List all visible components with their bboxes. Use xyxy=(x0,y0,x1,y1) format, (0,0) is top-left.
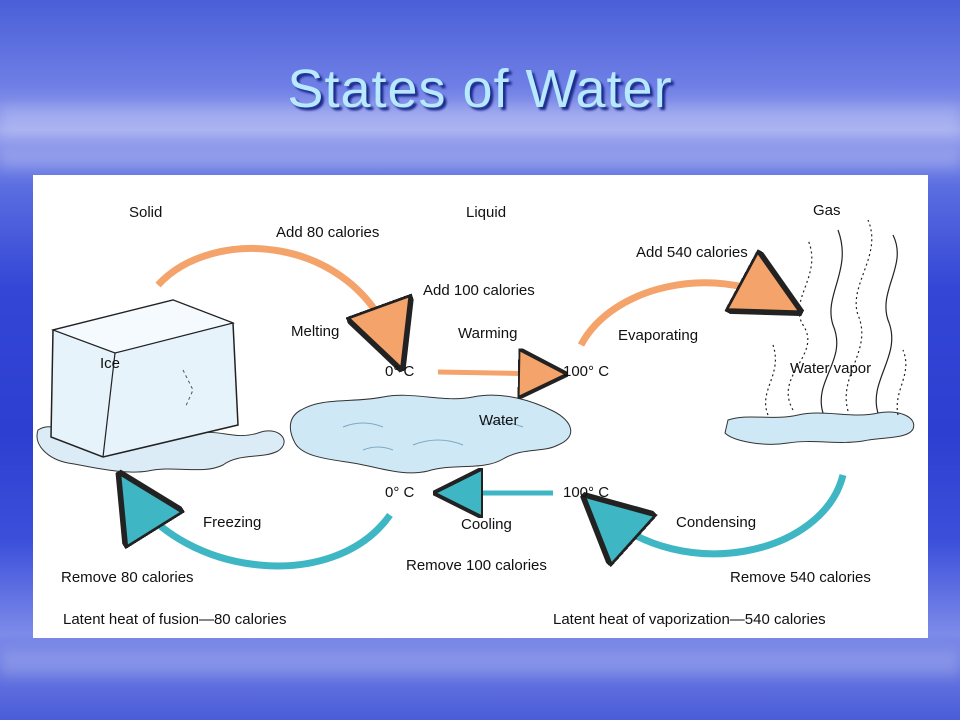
warm-calories-label: Add 100 calories xyxy=(423,282,535,299)
fusion-footer-label: Latent heat of fusion—80 calories xyxy=(63,611,286,628)
top-temp-100-label: 100° C xyxy=(563,363,609,380)
freezing-arrow xyxy=(133,495,393,570)
melt-calories-label: Add 80 calories xyxy=(276,224,379,241)
ice-block xyxy=(36,299,285,473)
state-liquid-label: Liquid xyxy=(466,204,506,221)
bottom-temp-100-label: 100° C xyxy=(563,484,609,501)
condensing-label: Condensing xyxy=(676,514,756,531)
freezing-label: Freezing xyxy=(203,514,261,531)
state-gas-label: Gas xyxy=(813,202,841,219)
freeze-calories-label: Remove 80 calories xyxy=(61,569,194,586)
melting-arrow xyxy=(155,245,393,345)
diagram-canvas: Solid Liquid Gas Add 80 calories Add 540… xyxy=(36,202,915,628)
condensing-arrow xyxy=(603,474,847,554)
evaporating-arrow xyxy=(577,283,778,347)
ice-label: Ice xyxy=(100,355,120,372)
warming-label: Warming xyxy=(458,325,517,342)
top-temp-0-label: 0° C xyxy=(385,363,415,380)
cooling-label: Cooling xyxy=(461,516,512,533)
evaporating-label: Evaporating xyxy=(618,327,698,344)
bottom-temp-0-label: 0° C xyxy=(385,484,415,501)
water-puddle xyxy=(289,394,571,474)
states-of-water-diagram: Solid Liquid Gas Add 80 calories Add 540… xyxy=(33,175,928,638)
melting-label: Melting xyxy=(291,323,339,340)
cool-calories-label: Remove 100 calories xyxy=(406,557,547,574)
vaporization-footer-label: Latent heat of vaporization—540 calories xyxy=(553,611,826,628)
state-solid-label: Solid xyxy=(129,204,162,221)
water-vapor xyxy=(724,219,915,445)
water-vapor-label: Water vapor xyxy=(790,360,871,377)
water-label: Water xyxy=(479,412,518,429)
slide-title: States of Water xyxy=(287,59,673,119)
condense-calories-label: Remove 540 calories xyxy=(730,569,871,586)
warming-arrow xyxy=(437,372,548,374)
evap-calories-label: Add 540 calories xyxy=(636,244,748,261)
